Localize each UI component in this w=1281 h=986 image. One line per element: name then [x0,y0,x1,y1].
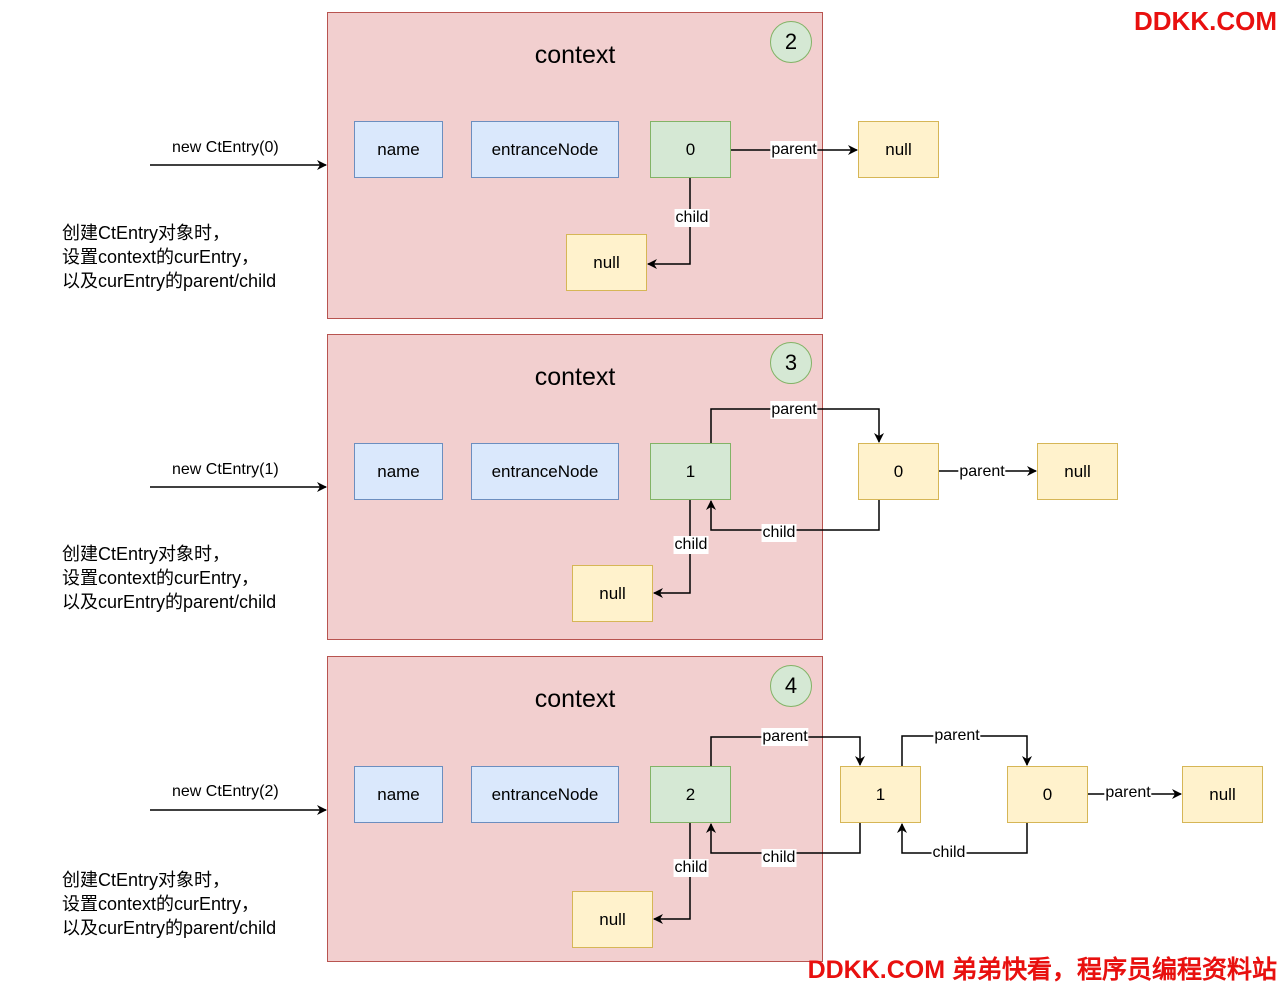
edge-label-child-1: child [674,209,710,227]
note-3: 创建CtEntry对象时， 设置context的curEntry， 以及curE… [62,870,277,938]
note-2: 创建CtEntry对象时， 设置context的curEntry， 以及curE… [62,544,277,612]
edge-label-child-3b: child [931,844,967,862]
context-title-1: context [534,41,616,69]
name-box-3: name [354,766,443,823]
watermark-top: DDKK.COM [1134,6,1277,36]
child-null-2: null [572,565,653,622]
name-box-2: name [354,443,443,500]
edge-label-child-2a: child [761,524,797,542]
edge-label-parent-3a: parent [761,728,809,746]
entrance-node-box-3: entranceNode [471,766,619,823]
step-badge-4: 4 [770,665,812,707]
step-badge-2: 2 [770,21,812,63]
child-null-3: null [572,891,653,948]
edge-label-child-2b: child [673,536,709,554]
edge-label-parent-3b: parent [933,727,981,745]
edge-label-parent-2a: parent [770,401,818,419]
entry-0-box-2: 0 [858,443,939,500]
edge-label-child-3a: child [761,849,797,867]
current-entry-1: 0 [650,121,731,178]
edge-label-child-3c: child [673,859,709,877]
child-edge-1 [647,178,691,269]
step-badge-3: 3 [770,342,812,384]
parent-null-1: null [858,121,939,178]
parent-null-2: null [1037,443,1118,500]
child-edge-2b [653,500,691,598]
name-box-1: name [354,121,443,178]
context-title-2: context [534,363,616,391]
entrance-node-box-2: entranceNode [471,443,619,500]
entry-0-box-3: 0 [1007,766,1088,823]
current-entry-3: 2 [650,766,731,823]
edge-label-parent-1: parent [770,141,818,159]
entry-1-box-3: 1 [840,766,921,823]
context-title-3: context [534,685,616,713]
call-label-3: new CtEntry(2) [172,783,279,800]
entrance-node-box-1: entranceNode [471,121,619,178]
current-entry-2: 1 [650,443,731,500]
watermark-bottom: DDKK.COM 弟弟快看，程序员编程资料站 [807,956,1277,984]
child-null-1: null [566,234,647,291]
note-1: 创建CtEntry对象时， 设置context的curEntry， 以及curE… [62,223,277,291]
call-label-1: new CtEntry(0) [172,139,279,156]
child-edge-3c [653,823,691,924]
edge-label-parent-3c: parent [1104,784,1152,802]
parent-null-3: null [1182,766,1263,823]
edge-label-parent-2b: parent [958,463,1006,481]
call-label-2: new CtEntry(1) [172,461,279,478]
